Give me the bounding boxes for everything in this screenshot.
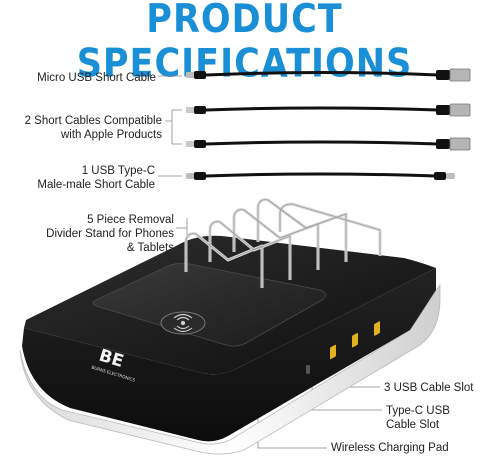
label-typec-slot-line1: Type-C USB — [386, 405, 450, 417]
label-divider-line1: 5 Piece Removal — [87, 214, 174, 226]
label-micro-usb-cable: Micro USB Short Cable — [37, 71, 156, 85]
wireless-charging-pad — [92, 262, 326, 347]
wireless-icon — [173, 313, 193, 333]
dock-base — [19, 283, 441, 455]
label-typec-slot: Type-C USB Cable Slot — [386, 404, 450, 432]
label-typec-line1: 1 USB Type-C — [81, 165, 155, 177]
label-apple-cables: 2 Short Cables Compatible with Apple Pro… — [25, 114, 162, 142]
label-apple-line2: with Apple Products — [60, 129, 162, 141]
label-micro-usb-text: Micro USB Short Cable — [37, 72, 156, 84]
label-divider-stand: 5 Piece Removal Divider Stand for Phones… — [46, 213, 174, 255]
label-divider-line2: Divider Stand for Phones — [46, 228, 174, 240]
label-typec-slot-line2: Cable Slot — [386, 419, 440, 431]
usb-ports — [330, 321, 380, 360]
micro-usb-cable — [186, 68, 471, 82]
label-apple-line1: 2 Short Cables Compatible — [24, 115, 162, 127]
label-wireless-pad-text: Wireless Charging Pad — [331, 442, 449, 454]
typec-cable — [186, 172, 455, 180]
typec-port — [306, 365, 310, 374]
label-wireless-pad: Wireless Charging Pad — [331, 441, 449, 455]
page-title: PRODUCT SPECIFICATIONS — [76, 0, 413, 87]
label-divider-line3: & Tablets — [126, 242, 174, 254]
label-usb-slot: 3 USB Cable Slot — [384, 381, 474, 395]
label-typec-cable: 1 USB Type-C Male-male Short Cable — [37, 164, 155, 192]
label-usb-slot-text: 3 USB Cable Slot — [384, 382, 474, 394]
label-typec-line2: Male-male Short Cable — [37, 179, 155, 191]
apple-cable-2 — [186, 137, 471, 151]
dock-front — [22, 268, 436, 442]
apple-cable-1 — [186, 103, 471, 117]
